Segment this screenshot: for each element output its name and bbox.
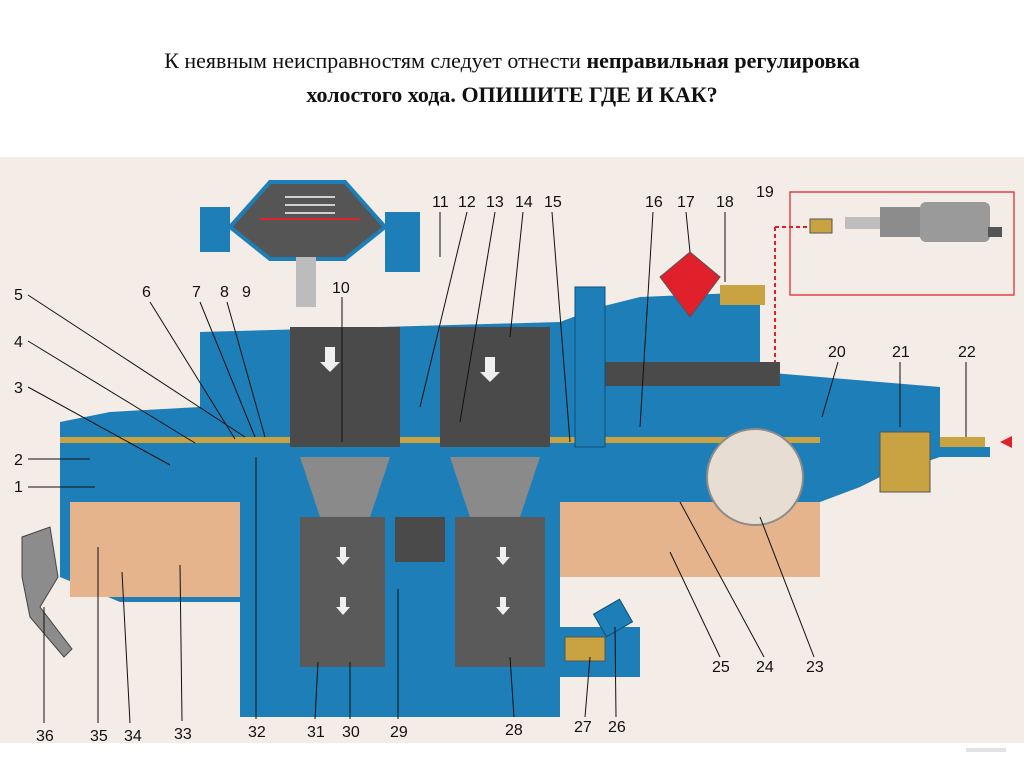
callout-8: 8 — [220, 284, 229, 301]
leader-34 — [121, 571, 131, 724]
idle-valve — [564, 598, 634, 662]
callout-19: 19 — [756, 184, 774, 201]
callout-30: 30 — [342, 724, 360, 741]
callout-35: 35 — [90, 728, 108, 743]
callout-6: 6 — [142, 284, 151, 301]
title-line-2: холостого хода. ОПИШИТЕ ГДЕ И КАК? — [0, 78, 1024, 112]
callout-18: 18 — [716, 194, 734, 211]
callout-10: 10 — [332, 280, 350, 297]
leader-17 — [685, 211, 691, 253]
callout-32: 32 — [248, 724, 266, 741]
callout-12: 12 — [458, 194, 476, 211]
title-text-normal: К неявным неисправностям следует отнести — [164, 48, 581, 73]
leader-8 — [226, 301, 266, 438]
leader-15 — [551, 211, 571, 443]
callout-14: 14 — [515, 194, 533, 211]
callout-25: 25 — [712, 659, 730, 676]
secondary-chamber — [440, 327, 550, 667]
callout-7: 7 — [192, 284, 201, 301]
callout-22: 22 — [958, 344, 976, 361]
callout-16: 16 — [645, 194, 663, 211]
leader-33 — [179, 564, 183, 722]
leader-25 — [669, 551, 721, 658]
callout-23: 23 — [806, 659, 824, 676]
title-text-bold-2: ОПИШИТЕ ГДЕ И КАК? — [461, 82, 718, 107]
carburetor-svg: 1 2 3 4 5 6 7 8 9 10 11 12 13 14 15 16 1… — [14, 180, 1015, 743]
throttle-lever — [21, 526, 73, 658]
leader-23 — [759, 516, 815, 658]
primary-chamber — [290, 327, 400, 667]
economizer-valve — [659, 251, 721, 318]
callout-33: 33 — [174, 726, 192, 743]
callout-24: 24 — [756, 659, 774, 676]
callout-28: 28 — [505, 722, 523, 739]
callout-20: 20 — [828, 344, 846, 361]
callout-31: 31 — [307, 724, 325, 741]
callout-9: 9 — [242, 284, 251, 301]
leader-16 — [639, 211, 654, 428]
leader-4 — [27, 340, 196, 444]
callout-3: 3 — [14, 380, 23, 397]
leader-27 — [584, 656, 591, 718]
title-line-1: К неявным неисправностям следует отнести… — [0, 44, 1024, 78]
carburetor-diagram: 1 2 3 4 5 6 7 8 9 10 11 12 13 14 15 16 1… — [0, 157, 1024, 743]
leader-12 — [419, 211, 468, 408]
leader-13 — [459, 211, 496, 423]
callout-2: 2 — [14, 452, 23, 469]
accelerator-diaphragm — [200, 180, 420, 307]
solenoid-valve-icon — [809, 202, 1002, 242]
balance-chamber — [395, 517, 445, 562]
callout-15: 15 — [544, 194, 562, 211]
callout-17: 17 — [677, 194, 695, 211]
leader-20 — [821, 361, 839, 418]
fuel-inlet — [879, 431, 1012, 493]
callout-11: 11 — [432, 194, 449, 211]
title-text-bold-1: неправильная регулировка — [586, 48, 860, 73]
callout-5: 5 — [14, 287, 23, 304]
leader-26 — [614, 626, 617, 718]
emulsion-well — [574, 286, 606, 448]
leader-31 — [314, 661, 319, 720]
leader-7 — [199, 301, 256, 438]
footer-divider — [966, 748, 1006, 752]
leader-28 — [509, 656, 515, 718]
solenoid-frame — [789, 191, 1015, 296]
leader-14 — [509, 211, 524, 338]
economizer-spring — [720, 285, 765, 305]
callout-26: 26 — [608, 719, 626, 736]
callout-4: 4 — [14, 334, 23, 351]
leader-6 — [149, 301, 236, 440]
callout-34: 34 — [124, 728, 142, 743]
callout-29: 29 — [390, 724, 408, 741]
leader-5 — [27, 294, 246, 438]
flow-arrows — [320, 347, 510, 615]
slide-title: К неявным неисправностям следует отнести… — [0, 44, 1024, 112]
air-channel — [605, 362, 780, 386]
callout-13: 13 — [486, 194, 504, 211]
leader-24 — [679, 501, 765, 658]
callout-1: 1 — [14, 479, 23, 496]
callout-36: 36 — [36, 728, 54, 743]
float — [706, 428, 804, 526]
callout-labels: 1 2 3 4 5 6 7 8 9 10 11 12 13 14 15 16 1… — [14, 184, 976, 743]
title-text-line2: холостого хода. — [306, 82, 456, 107]
callout-21: 21 — [892, 344, 910, 361]
leader-3 — [27, 386, 171, 466]
callout-27: 27 — [574, 719, 592, 736]
